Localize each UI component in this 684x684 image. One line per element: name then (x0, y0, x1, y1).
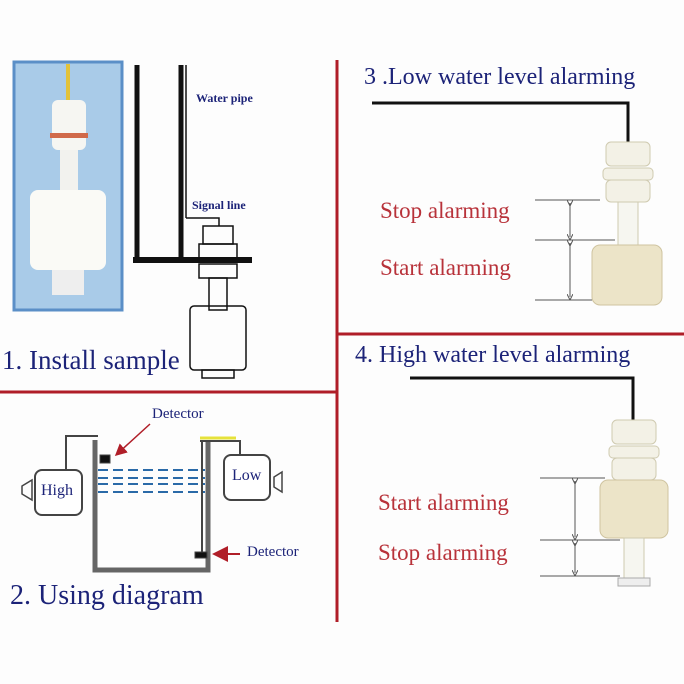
panel1-title: 1. Install sample (2, 345, 180, 375)
install-drawing (133, 65, 252, 379)
low-level-sensor (372, 101, 663, 306)
tank-diagram (21, 423, 283, 573)
detector-bottom-label: Detector (247, 544, 299, 560)
panel4-title: 4. High water level alarming (355, 342, 631, 368)
low-alarm-label: Low (232, 467, 262, 484)
water-pipe-label: Water pipe (196, 91, 253, 105)
dividers (0, 60, 684, 622)
detector-top-label: Detector (152, 406, 204, 422)
panel4-stop-label: Stop alarming (378, 540, 508, 565)
high-alarm-label: High (41, 482, 73, 499)
panel4-start-label: Start alarming (378, 490, 509, 515)
panel2-title: 2. Using diagram (10, 580, 204, 611)
panel3-title: 3 .Low water level alarming (364, 64, 636, 90)
sample-photo (12, 60, 124, 312)
panel3-stop-label: Stop alarming (380, 198, 510, 223)
high-level-sensor (410, 376, 669, 587)
signal-line-label: Signal line (192, 198, 246, 212)
panel3-start-label: Start alarming (380, 255, 511, 280)
